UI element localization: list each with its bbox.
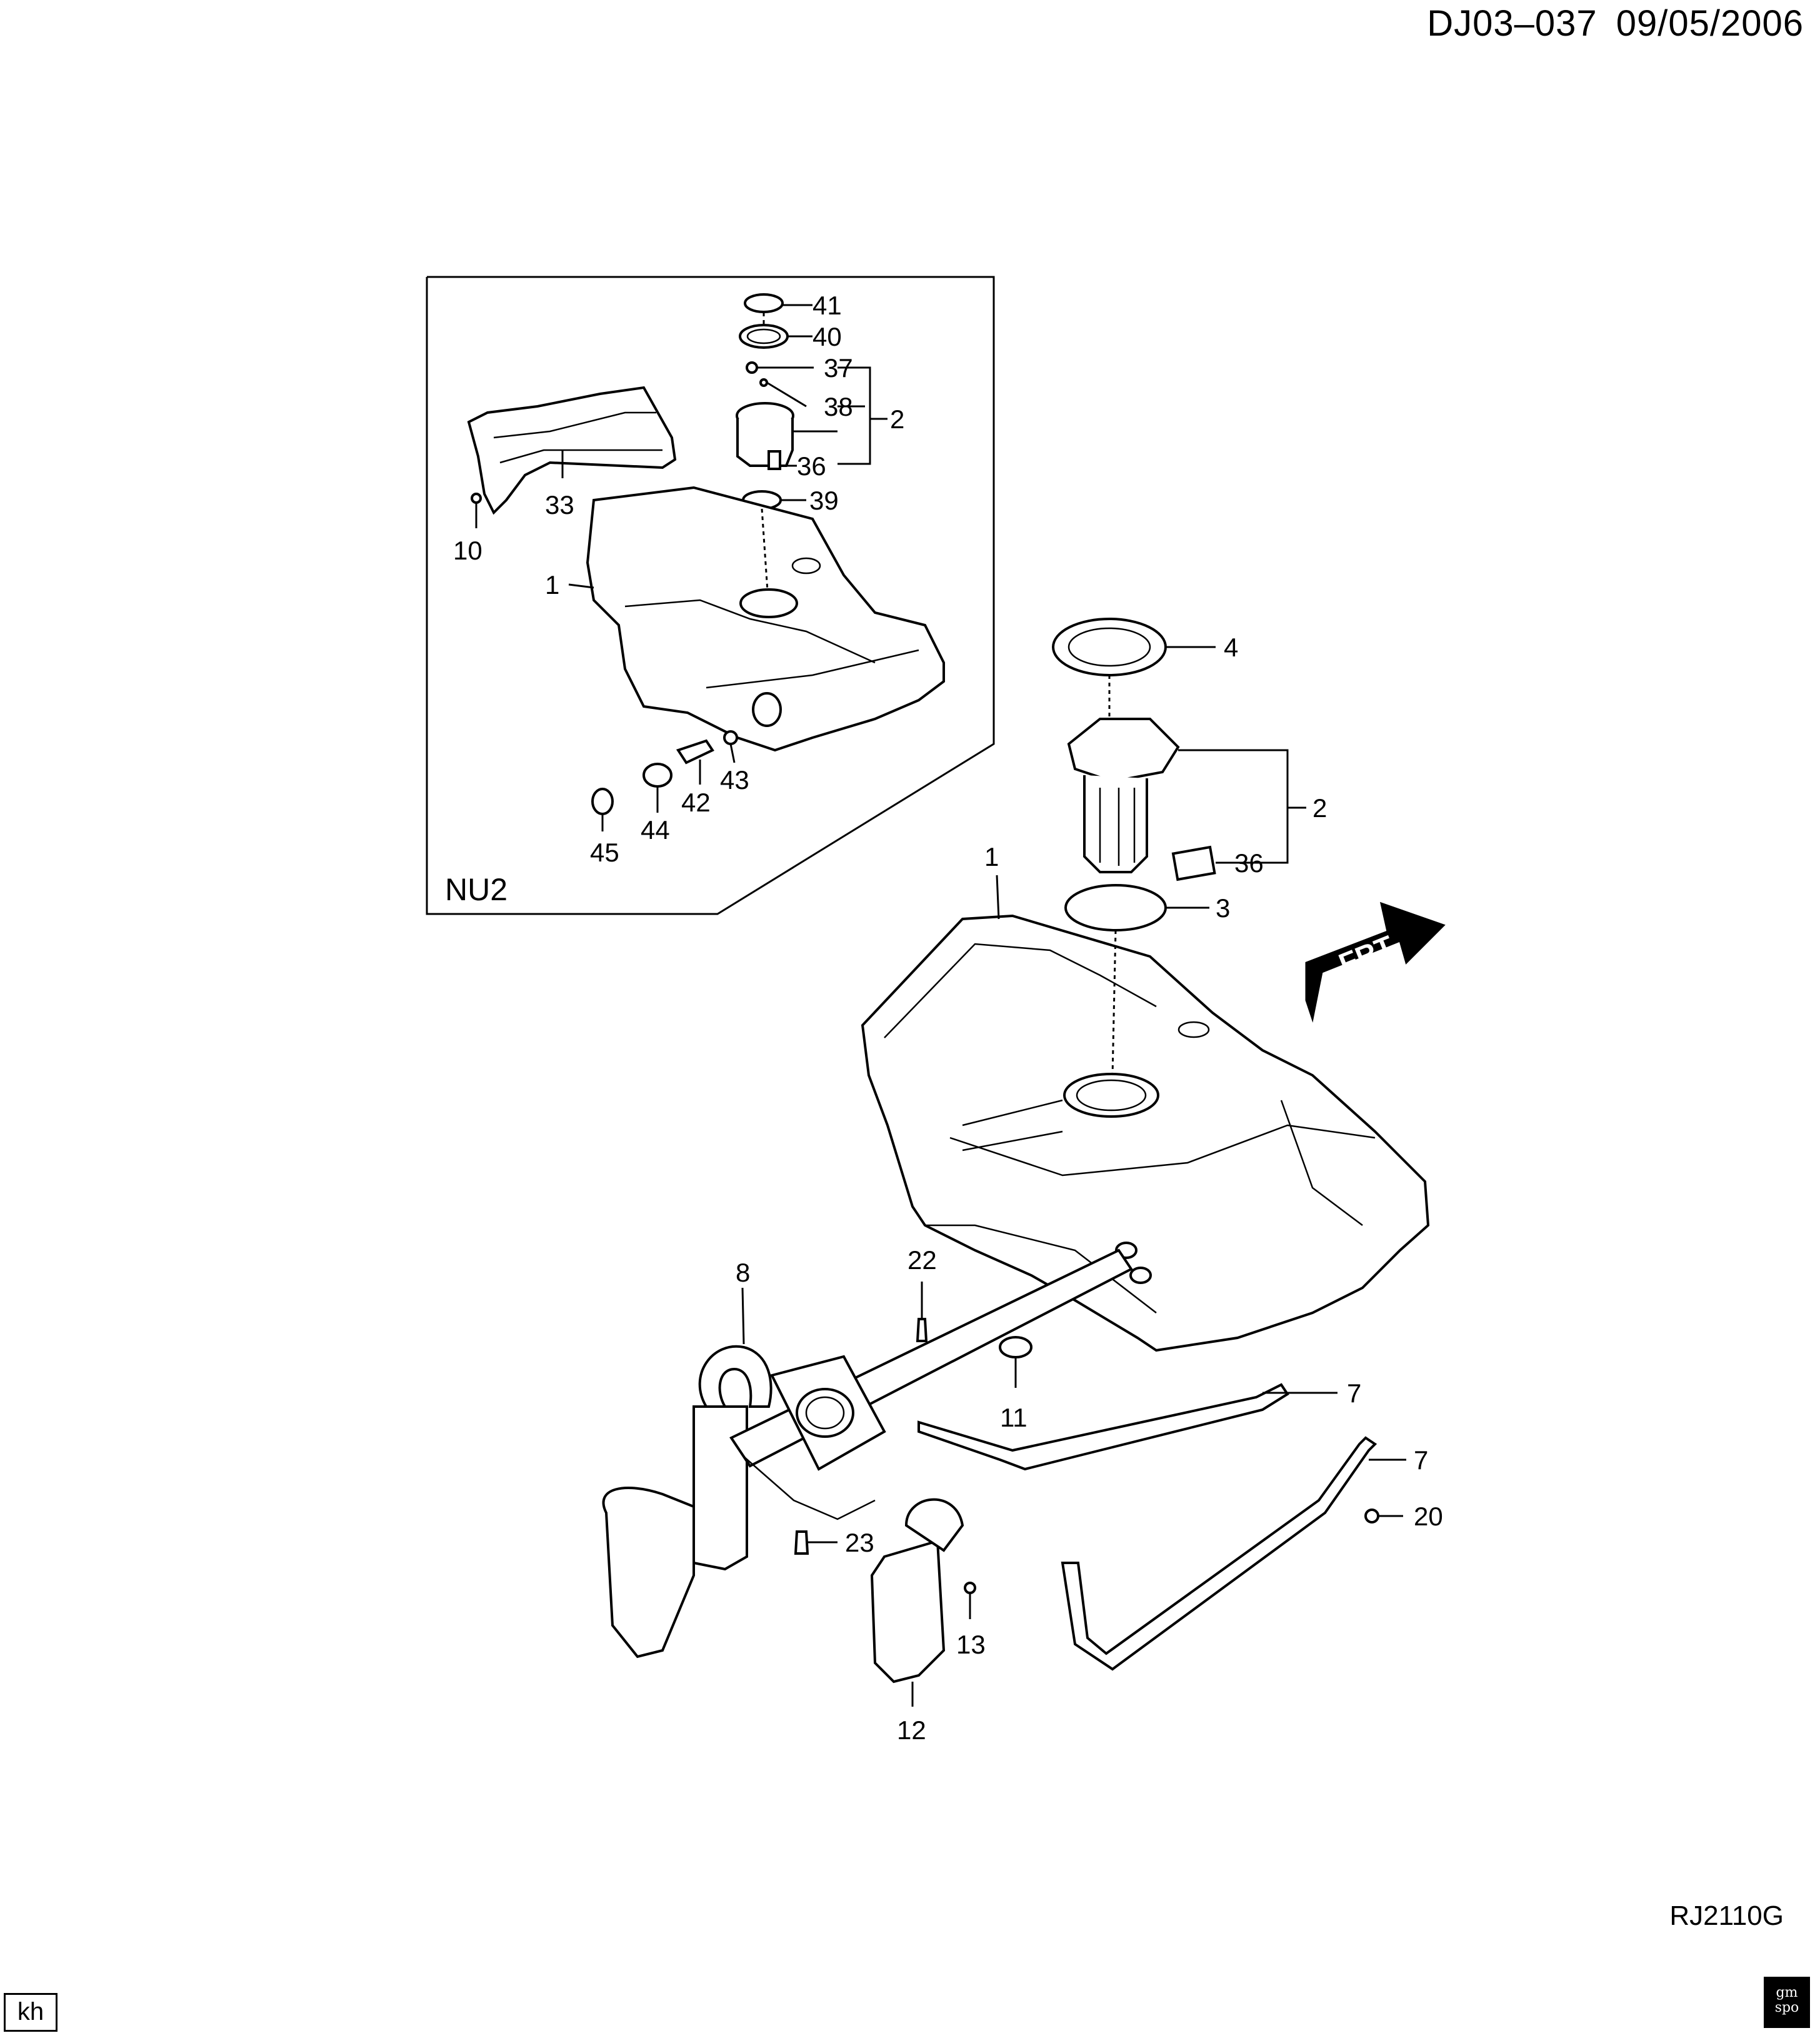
drawing-code: RJ2110G [1669, 1900, 1784, 1931]
inset-part-40-lockring [739, 324, 789, 349]
callout-4: 4 [1224, 633, 1238, 662]
callout-3: 3 [1216, 893, 1230, 923]
callout-44: 44 [641, 815, 670, 845]
callout-39: 39 [809, 486, 839, 515]
part-3-tank-seal [1064, 884, 1167, 931]
part-1-fuel-tank [861, 914, 1430, 1352]
inset-part-1-fuel-tank [586, 486, 945, 752]
drawing-date: 09/05/2006 [1616, 3, 1804, 44]
initials-box: kh [4, 1993, 58, 2032]
callout-1-main: 1 [984, 842, 999, 871]
callout-20: 20 [1414, 1502, 1443, 1531]
callout-37: 37 [824, 353, 853, 383]
callout-23: 23 [845, 1528, 874, 1557]
callout-41: 41 [812, 291, 842, 320]
drawing-header: DJ03–037 09/05/2006 [1408, 3, 1804, 44]
gm-spo-logo: gm spo [1764, 1977, 1810, 2028]
inset-part-42-valve [676, 739, 714, 765]
inset-part-43-oring [723, 730, 738, 745]
inset-part-41-ring [744, 293, 784, 313]
part-23-bolt [794, 1530, 809, 1555]
part-2-fuel-pump-module [1067, 718, 1216, 881]
callout-42: 42 [681, 788, 711, 817]
part-22-screw [916, 1318, 928, 1342]
part-7-strap-upper [918, 1383, 1289, 1471]
inset-part-37-38-fitting [746, 361, 768, 387]
callout-11: 11 [1000, 1403, 1028, 1432]
callout-45: 45 [590, 838, 619, 867]
inset-leaders [475, 304, 888, 831]
callout-1-inset: 1 [545, 570, 559, 600]
callout-12: 12 [897, 1715, 926, 1745]
part-4-lock-ring [1052, 618, 1167, 676]
callout-2-main: 2 [1312, 793, 1327, 823]
part-8-filler-neck [602, 1248, 1133, 1659]
callout-43: 43 [720, 765, 749, 795]
front-direction-arrow: FRT [1305, 901, 1446, 1023]
part-12-heat-shield [870, 1498, 964, 1684]
inset-part-33-bracket [467, 386, 677, 515]
callout-7-upper: 7 [1347, 1378, 1361, 1408]
callout-38: 38 [824, 392, 853, 421]
callout-13: 13 [956, 1630, 986, 1659]
inset-frame [426, 276, 995, 915]
callout-2-inset: 2 [890, 404, 904, 434]
part-11-clamp [999, 1336, 1032, 1358]
part-20-nut [1364, 1508, 1379, 1523]
main-leaders [741, 646, 1406, 1707]
frt-label: FRT [1334, 929, 1398, 980]
callout-10: 10 [453, 536, 482, 565]
callout-36-main: 36 [1234, 848, 1264, 878]
inset-part-10-screw [471, 493, 482, 504]
inset-part-2-pump-module [736, 402, 794, 470]
callout-8: 8 [736, 1258, 750, 1287]
part-7-strap-lower [1061, 1436, 1378, 1671]
callout-33: 33 [545, 490, 574, 520]
callout-40: 40 [812, 322, 842, 351]
drawing-id: DJ03–037 [1427, 3, 1598, 44]
inset-part-44-nut [642, 763, 672, 788]
callout-22: 22 [908, 1245, 937, 1275]
part-13-clip [964, 1582, 976, 1594]
callout-36-inset: 36 [797, 451, 826, 481]
callout-7-lower: 7 [1414, 1445, 1428, 1475]
inset-label: NU2 [445, 872, 508, 907]
inset-part-45-ring [591, 788, 614, 815]
